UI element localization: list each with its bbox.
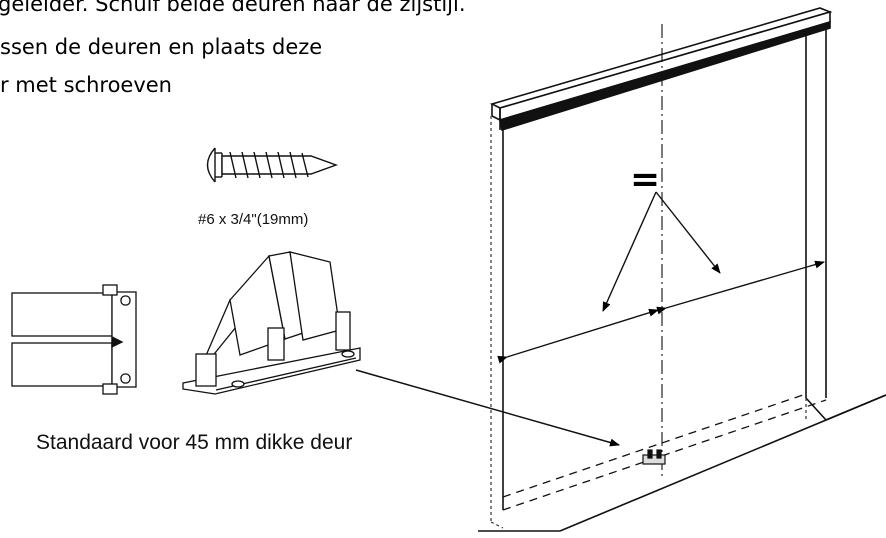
instruction-line-3: r met schroeven xyxy=(0,73,172,97)
door-outlines xyxy=(490,116,807,529)
floor-guide-caption: Standaard voor 45 mm dikke deur xyxy=(36,431,353,454)
floor-guide-3d-view xyxy=(182,251,361,395)
instruction-line-2: ssen de deuren en plaats deze xyxy=(0,35,323,59)
dimension-lines xyxy=(497,191,825,364)
floor-guide-small xyxy=(642,449,666,465)
equal-sign: = xyxy=(630,159,661,200)
floor-guides xyxy=(502,393,827,511)
door-frame xyxy=(478,13,886,532)
screw-icon xyxy=(206,147,339,183)
instruction-line-1: geleider. Schuif beide deuren naar de zi… xyxy=(0,0,466,16)
floor-guide-top-view xyxy=(11,284,137,395)
placement-arrow xyxy=(355,369,620,447)
screw-spec-label: #6 x 3/4"(19mm) xyxy=(198,211,309,228)
header-track xyxy=(489,7,833,132)
